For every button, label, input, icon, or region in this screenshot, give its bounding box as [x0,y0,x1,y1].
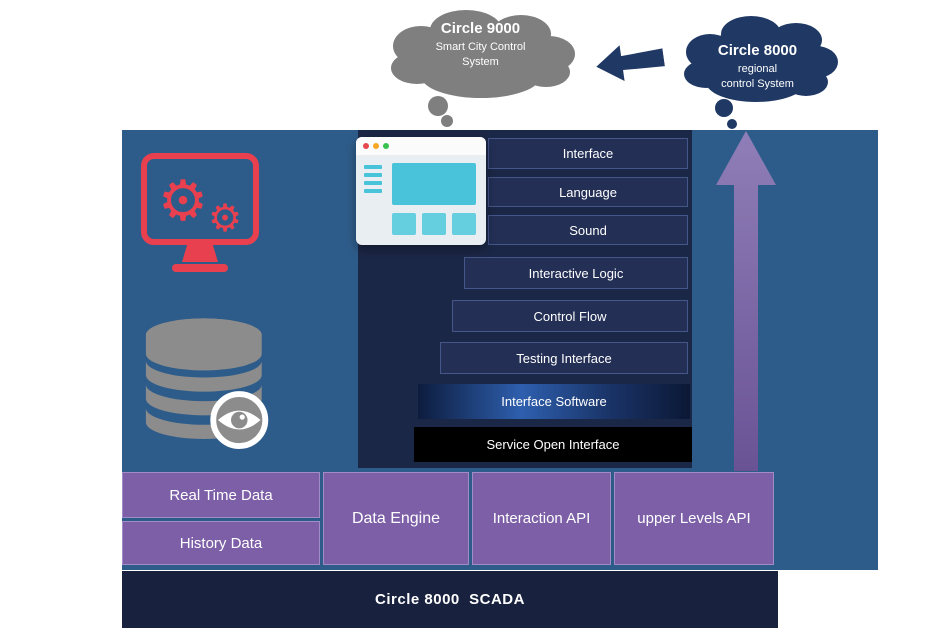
browser-sidebar-line [364,173,382,177]
stack-box-control-flow: Control Flow [452,300,688,332]
data-box-data-engine: Data Engine [323,472,469,565]
stack-box-service-open-interface: Service Open Interface [414,427,692,462]
svg-text:⚙: ⚙ [208,196,242,240]
browser-tile [422,213,446,235]
browser-dot-red [363,143,369,149]
navy-cloud-title: Circle 8000 [717,42,798,59]
stack-box-language: Language [488,177,688,207]
up-arrow-icon [716,131,776,471]
browser-main-block [392,163,476,205]
browser-dot-orange [373,143,379,149]
data-box-real-time-data: Real Time Data [122,472,320,518]
left-arrow-icon [596,45,665,81]
stack-box-interface-software: Interface Software [418,384,690,419]
data-box-upper-levels-api: upper Levels API [614,472,774,565]
thought-cloud-gray [391,10,575,127]
stack-box-interface: Interface [488,138,688,169]
navy-cloud-text: Circle 8000 regional control System [690,42,825,92]
footer-bar: Circle 8000 SCADA [122,571,778,628]
stack-box-testing-interface: Testing Interface [440,342,688,374]
data-box-interaction-api: Interaction API [472,472,611,565]
browser-titlebar [356,137,486,155]
browser-window-icon [356,137,486,245]
data-box-history-data: History Data [122,521,320,565]
browser-dot-green [383,143,389,149]
thought-cloud-navy [684,16,838,129]
browser-tile [392,213,416,235]
gray-cloud-text: Circle 9000 Smart City Control System [398,20,563,70]
gray-cloud-subtitle: Smart City Control System [435,41,526,68]
navy-cloud-subtitle: regional control System [721,63,794,90]
stack-box-sound: Sound [488,215,688,245]
browser-sidebar-line [364,189,382,193]
gray-cloud-title: Circle 9000 [440,20,521,37]
browser-sidebar-line [364,181,382,185]
monitor-gears-icon: ⚙ ⚙ [141,153,259,272]
stack-box-interactive-logic: Interactive Logic [464,257,688,289]
software-stack: Interface Language Sound Interactive Log… [358,130,692,468]
footer-label: Circle 8000 SCADA [375,591,525,608]
database-eye-icon [145,318,269,449]
browser-tile [452,213,476,235]
browser-sidebar-line [364,165,382,169]
svg-text:⚙: ⚙ [158,169,208,234]
browser-content [356,155,486,245]
